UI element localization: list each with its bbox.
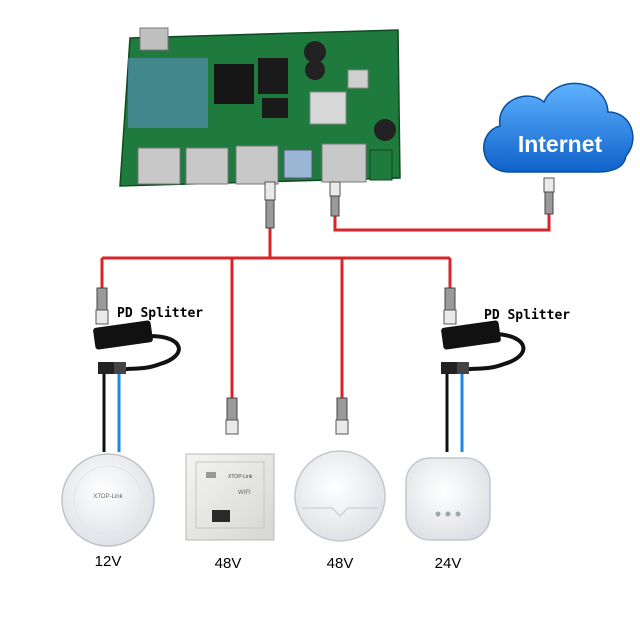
poe-router-board (119, 27, 401, 187)
round-ap-48v: 48V (294, 450, 386, 572)
wiring (100, 214, 551, 452)
rj45-plug-icon (443, 287, 457, 325)
device-voltage: 24V (435, 555, 462, 572)
pd-splitter-label: PD Splitter (117, 306, 203, 321)
device-wifi-label: WIFI (238, 490, 251, 496)
rj45-plug-icon (543, 177, 555, 215)
pd-splitter-left: PD Splitter (93, 306, 203, 374)
rj45-plug-icon (264, 181, 276, 229)
device-voltage: 48V (327, 555, 354, 572)
ceiling-ap-12v: XTOP-Link 12V (61, 453, 155, 570)
wan-cable (333, 214, 551, 232)
lan-port-icon (212, 510, 230, 522)
rj45-plugs (95, 177, 555, 435)
device-voltage: 12V (95, 553, 122, 570)
pd-splitter-label: PD Splitter (484, 308, 570, 323)
pd-splitter-right: PD Splitter (441, 308, 570, 374)
wall-panel-ap-48v: XTOP-Link WIFI 48V (185, 453, 275, 572)
device-voltage: 48V (215, 555, 242, 572)
internet-cloud-icon: Internet (483, 82, 634, 173)
rj45-plug-icon (225, 397, 239, 435)
rj45-plug-icon (335, 397, 349, 435)
device-brand: XTOP-Link (228, 474, 253, 480)
internet-label: Internet (518, 131, 603, 157)
rj45-plug-icon (329, 181, 341, 217)
desktop-ap-24v: 24V (405, 457, 491, 572)
rj45-plug-icon (95, 287, 109, 325)
device-brand: XTOP-Link (93, 494, 123, 500)
